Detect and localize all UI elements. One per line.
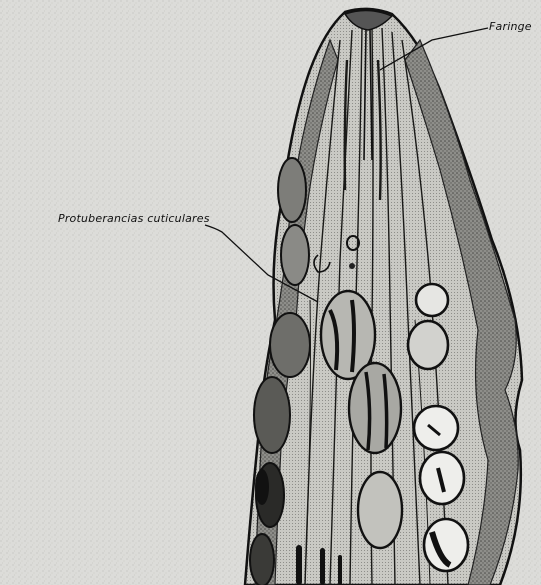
faringe-label: Faringe	[489, 20, 532, 33]
protuberancias-cuticulares-label: Protuberancias cuticulares	[58, 212, 210, 225]
